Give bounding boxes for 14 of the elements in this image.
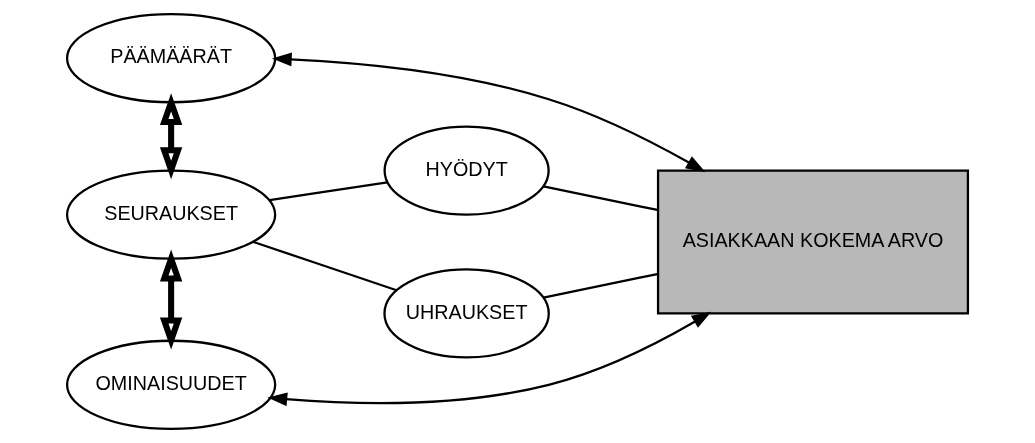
node-ellipse: UHRAUKSET — [383, 268, 550, 359]
arrow — [267, 311, 712, 407]
node-ellipse: PÄÄMÄÄRÄT — [65, 13, 277, 104]
node-box: ASIAKKAAN KOKEMA ARVO — [656, 169, 970, 315]
connector — [543, 272, 658, 299]
arrow — [271, 52, 706, 173]
connector — [269, 181, 388, 202]
node-ellipse: OMINAISUUDET — [65, 339, 277, 430]
node-ellipse: HYÖDYT — [383, 125, 550, 216]
connector — [543, 185, 658, 212]
node-ellipse: SEURAUKSET — [65, 169, 277, 260]
arrow — [159, 249, 183, 350]
arrow — [159, 93, 183, 180]
connector — [252, 240, 397, 292]
